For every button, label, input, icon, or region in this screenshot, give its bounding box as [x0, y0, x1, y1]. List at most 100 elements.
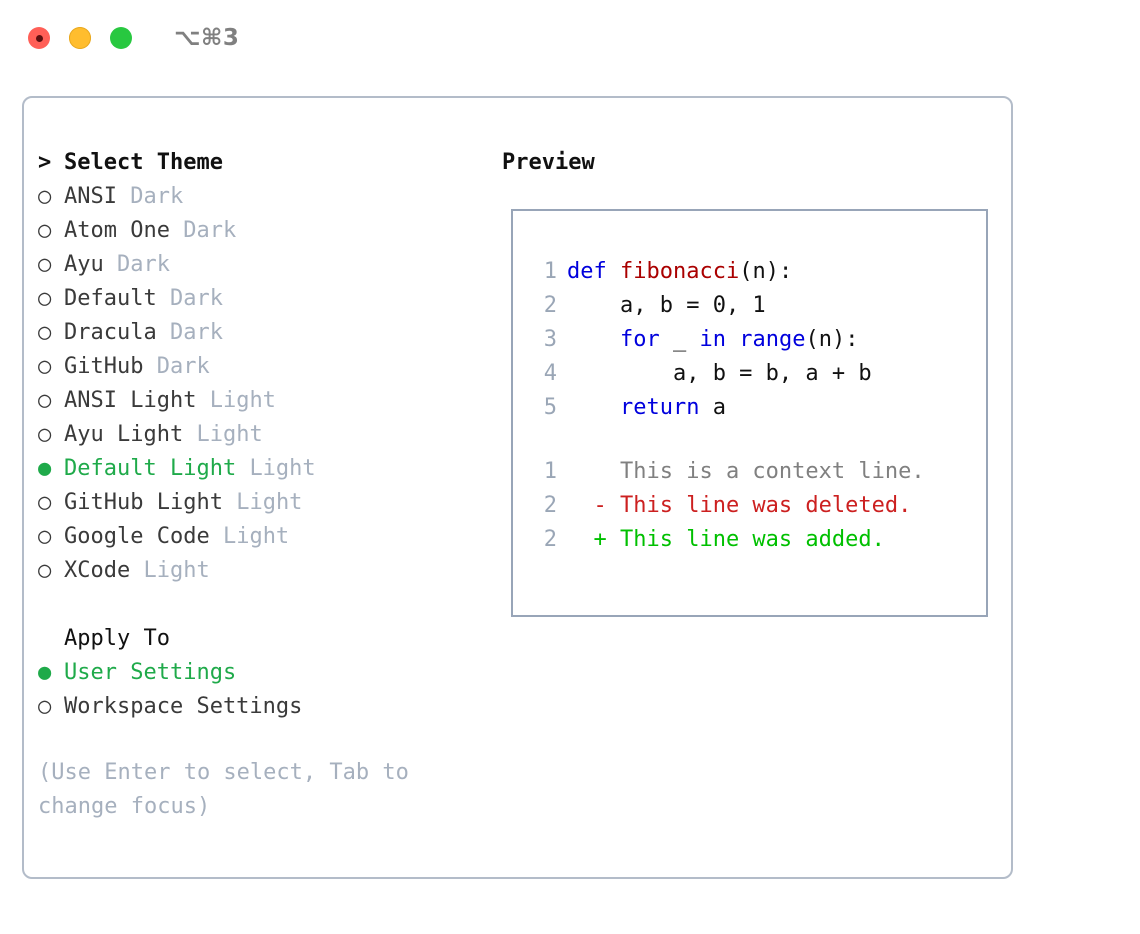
theme-option-ayu[interactable]: ○Ayu Dark — [38, 248, 488, 282]
code-token: a, b = 0, 1 — [567, 293, 766, 318]
radio-unselected-icon: ○ — [38, 320, 52, 345]
list-spacer — [38, 588, 488, 622]
code-token: for — [619, 327, 660, 352]
theme-variant-badge: Dark — [156, 354, 210, 379]
apply-to-option-label: Workspace Settings — [64, 694, 303, 719]
maximize-button[interactable] — [110, 27, 132, 49]
minimize-button[interactable] — [69, 27, 91, 49]
code-token: a, b = b, a + b — [567, 361, 872, 386]
theme-option-label: GitHub — [64, 354, 144, 379]
line-number: 4 — [543, 361, 557, 386]
theme-option-label: Default Light — [64, 456, 237, 481]
theme-variant-badge: Dark — [183, 218, 237, 243]
line-number: 2 — [543, 493, 557, 518]
theme-option-label: Ayu Light — [64, 422, 184, 447]
theme-option-github[interactable]: ○ GitHub Dark — [38, 350, 488, 384]
theme-selection-column: >Select Theme ○ANSI Dark○Atom One Dark○A… — [38, 146, 488, 824]
code-token: a — [699, 395, 726, 420]
radio-unselected-icon: ○ — [38, 252, 52, 277]
line-number: 1 — [543, 459, 557, 484]
diff-line-text: + This line was added. — [567, 527, 885, 552]
diff-line-text: - This line was deleted. — [567, 493, 912, 518]
theme-option-label: XCode — [64, 558, 131, 583]
diff-line-add: 2 + This line was added. — [523, 523, 986, 557]
apply-to-title: Apply To — [64, 626, 170, 651]
theme-option-label: Atom One — [64, 218, 170, 243]
diff-line-ctx: 1 This is a context line. — [523, 455, 986, 489]
theme-variant-badge: Light — [143, 558, 210, 583]
code-token: in — [699, 327, 726, 352]
line-number: 5 — [543, 395, 557, 420]
radio-unselected-icon: ○ — [38, 524, 52, 549]
radio-unselected-icon: ○ — [38, 286, 52, 311]
radio-selected-icon: ● — [38, 456, 52, 481]
radio-unselected-icon: ○ — [38, 422, 52, 447]
line-number: 3 — [543, 327, 557, 352]
theme-variant-badge: Light — [249, 456, 316, 481]
theme-option-ayu-light[interactable]: ○ Ayu Light Light — [38, 418, 488, 452]
close-button[interactable] — [28, 27, 50, 49]
theme-option-atom-one[interactable]: ○ Atom One Dark — [38, 214, 488, 248]
theme-option-ansi-light[interactable]: ○ ANSI Light Light — [38, 384, 488, 418]
radio-unselected-icon: ○ — [38, 218, 52, 243]
theme-option-google-code[interactable]: ○ Google Code Light — [38, 520, 488, 554]
line-number: 1 — [543, 259, 557, 284]
code-diff-gap — [523, 425, 986, 455]
code-token: return — [619, 395, 700, 420]
line-number: 2 — [543, 293, 557, 318]
theme-variant-badge: Dark — [169, 320, 223, 345]
theme-option-default-light[interactable]: ● Default Light Light — [38, 452, 488, 486]
radio-unselected-icon: ○ — [38, 388, 52, 413]
code-line: 2 a, b = 0, 1 — [523, 289, 986, 323]
window-controls — [28, 27, 132, 49]
preview-title: Preview — [502, 150, 595, 175]
radio-unselected-icon: ○ — [38, 694, 52, 719]
code-token — [567, 395, 620, 420]
apply-to-list: ● User Settings ○ Workspace Settings — [38, 656, 488, 724]
theme-variant-badge: Light — [196, 422, 263, 447]
code-line: 5 return a — [523, 391, 986, 425]
radio-selected-icon: ● — [38, 660, 52, 685]
code-token: fibonacci — [620, 259, 740, 284]
apply-to-option-user-settings[interactable]: ● User Settings — [38, 656, 488, 690]
theme-variant-badge: Light — [236, 490, 303, 515]
diff-line-text: This is a context line. — [567, 459, 925, 484]
theme-picker-dialog: >Select Theme ○ANSI Dark○Atom One Dark○A… — [22, 96, 1013, 879]
theme-list: ○ANSI Dark○Atom One Dark○Ayu Dark○Defaul… — [38, 180, 488, 588]
keyboard-shortcut-label: ⌥⌘3 — [174, 25, 240, 51]
apply-to-option-workspace-settings[interactable]: ○ Workspace Settings — [38, 690, 488, 724]
theme-option-xcode[interactable]: ○XCode Light — [38, 554, 488, 588]
radio-unselected-icon: ○ — [38, 490, 52, 515]
theme-option-label: ANSI — [64, 184, 117, 209]
code-line: 3 for _ in range(n): — [523, 323, 986, 357]
code-token: def — [567, 259, 607, 284]
code-line: 4 a, b = b, a + b — [523, 357, 986, 391]
theme-variant-badge: Dark — [117, 252, 170, 277]
radio-unselected-icon: ○ — [38, 354, 52, 379]
apply-to-header: Apply To — [38, 622, 488, 656]
theme-variant-badge: Light — [209, 388, 276, 413]
code-token: _ — [659, 327, 700, 352]
theme-option-label: ANSI Light — [64, 388, 197, 413]
theme-variant-badge: Light — [222, 524, 290, 549]
theme-option-label: GitHub Light — [64, 490, 223, 515]
apply-to-option-label: User Settings — [64, 660, 237, 685]
theme-option-github-light[interactable]: ○ GitHub Light Light — [38, 486, 488, 520]
line-number: 2 — [543, 527, 557, 552]
theme-option-label: Google Code — [64, 524, 210, 549]
code-token — [567, 327, 620, 352]
keyboard-hint: (Use Enter to select, Tab to change focu… — [38, 760, 409, 819]
code-token — [607, 259, 620, 284]
theme-option-ansi[interactable]: ○ANSI Dark — [38, 180, 488, 214]
radio-unselected-icon: ○ — [38, 184, 52, 209]
theme-variant-badge: Dark — [169, 286, 223, 311]
code-token — [726, 327, 739, 352]
theme-option-default[interactable]: ○Default Dark — [38, 282, 488, 316]
theme-option-dracula[interactable]: ○ Dracula Dark — [38, 316, 488, 350]
theme-option-label: Dracula — [64, 320, 157, 345]
code-token: range — [739, 327, 806, 352]
